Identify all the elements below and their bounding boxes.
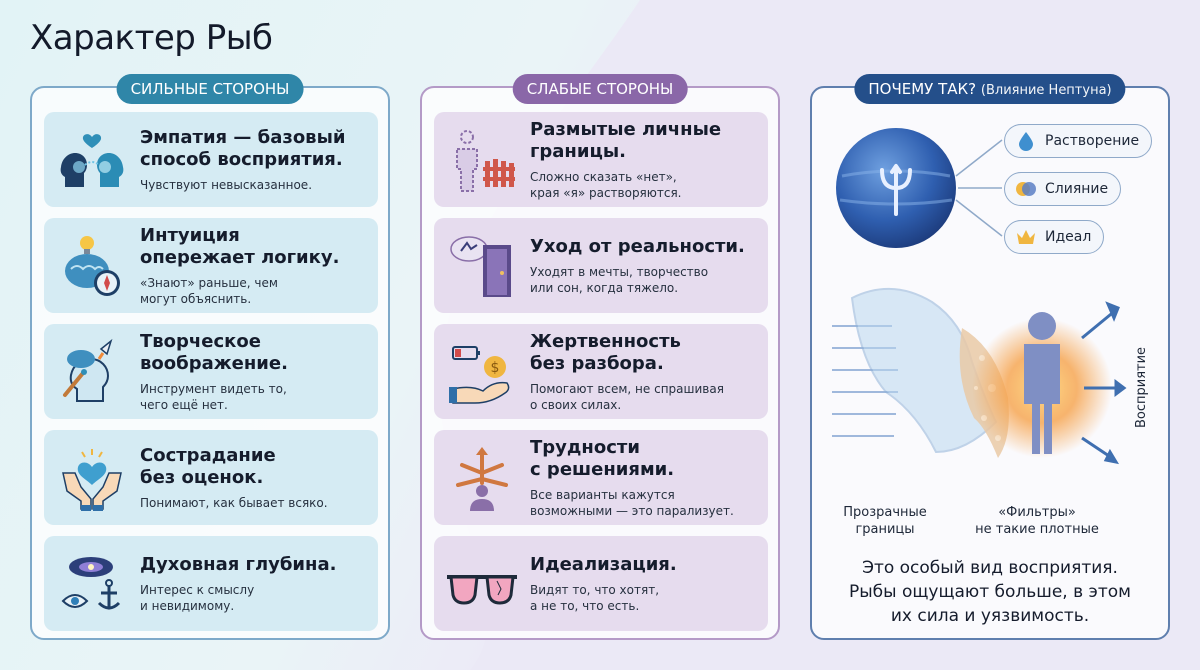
weakness-card-idealization: Идеализация. Видят то, что хотят,а не то… [434,536,768,631]
crown-icon [1015,226,1037,248]
why-panel: ПОЧЕМУ ТАК? (Влияние Нептуна) [810,74,1170,640]
imagination-head-rocket-icon [44,324,140,419]
droplet-icon [1015,130,1037,152]
decision-arrows-person-icon [434,430,530,525]
escape-door-dream-icon [434,218,530,313]
card-title: Идеализация. [530,553,677,575]
card-text: Понимают, как бывает всяко. [140,495,328,510]
merge-circles-icon [1015,178,1037,200]
card-text: Видят то, что хотят,а не то, что есть. [530,582,660,613]
caption-filters: «Фильтры»не такие плотные [975,505,1099,537]
empathy-heads-icon [44,112,140,207]
svg-text:$: $ [491,360,500,376]
chip-dissolution: Растворение [1004,124,1153,158]
compassion-hands-heart-icon [44,430,140,525]
card-text: Инструмент видеть то,чего ещё нет. [140,381,287,412]
person-figure [1024,312,1060,454]
intuition-brain-compass-icon [44,218,140,313]
blurred-person-fence-icon [434,112,530,207]
chip-ideal: Идеал [1004,220,1105,254]
sacrifice-hand-coin-battery-icon: $ [434,324,530,419]
weaknesses-header: СЛАБЫЕ СТОРОНЫ [512,74,688,104]
weakness-card-escape: Уход от реальности. Уходят в мечты, твор… [434,218,768,313]
card-text: Сложно сказать «нет»,края «я» растворяют… [530,169,682,200]
why-header: ПОЧЕМУ ТАК? (Влияние Нептуна) [854,74,1126,104]
summary-text: Это особый вид восприятия.Рыбы ощущают б… [849,558,1131,626]
card-title: Уход от реальности. [530,235,745,257]
perception-label: Восприятие [1134,346,1149,428]
strengths-header: СИЛЬНЫЕ СТОРОНЫ [116,74,304,104]
card-title: Духовная глубина. [140,553,337,575]
neptune-illustration [832,128,1127,465]
card-text: Чувствуют невысказанное. [140,177,313,192]
spiritual-galaxy-eye-anchor-icon [44,536,140,631]
neptune-trident-icon [880,164,912,216]
page-title: Характер Рыб [30,18,273,58]
idealization-rose-glasses-icon [434,536,530,631]
chip-merge: Слияние [1004,172,1122,206]
